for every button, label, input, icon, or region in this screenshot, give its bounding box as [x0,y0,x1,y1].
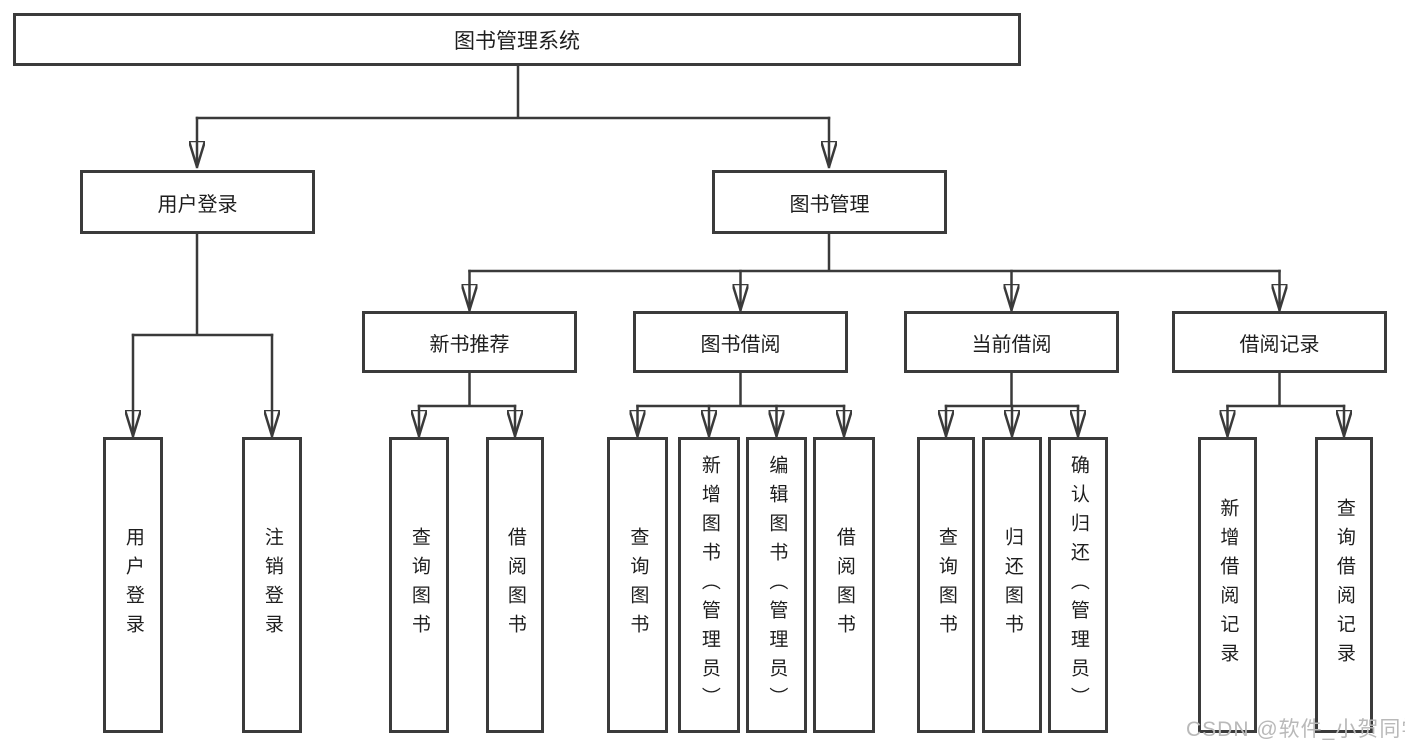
node-book-borrowing: 图书借阅 [633,311,848,373]
leaf-borrow-books-recommend-label: 借阅图书 [504,527,526,643]
connector-line [468,232,1281,273]
connector-line [1226,371,1346,408]
csdn-watermark: CSDN @软件_小贺同学 [1186,718,1405,741]
leaf-query-books-recommend-label: 查询图书 [408,527,430,643]
leaf-query-books-borrowing-label: 查询图书 [627,527,649,643]
leaf-logout-login: 注销登录 [242,437,302,733]
leaf-add-borrow-record-label: 新增借阅记录 [1217,498,1239,672]
leaf-user-login: 用户登录 [103,437,163,733]
node-book-borrowing-label: 图书借阅 [700,333,781,356]
node-new-book-recommendation-label: 新书推荐 [429,333,510,356]
connector-line [131,232,274,337]
leaf-edit-books-admin-label: 编辑图书（管理员） [766,454,788,716]
leaf-borrow-books-recommend: 借阅图书 [486,437,544,733]
connector-line [417,371,517,408]
leaf-confirm-return-admin: 确认归还（管理员） [1048,437,1108,733]
connector-line [195,64,831,120]
leaf-confirm-return-admin-label: 确认归还（管理员） [1067,454,1089,716]
node-borrowing-records: 借阅记录 [1172,311,1387,373]
node-new-book-recommendation: 新书推荐 [362,311,577,373]
leaf-query-borrow-record: 查询借阅记录 [1315,437,1373,733]
leaf-edit-books-admin: 编辑图书（管理员） [746,437,807,733]
connector-line [944,371,1080,408]
node-current-borrowing: 当前借阅 [904,311,1119,373]
leaf-query-borrow-record-label: 查询借阅记录 [1333,498,1355,672]
leaf-add-books-admin: 新增图书（管理员） [678,437,740,733]
leaf-return-books: 归还图书 [982,437,1042,733]
node-user-login-label: 用户登录 [157,193,238,216]
node-user-login: 用户登录 [80,170,315,234]
leaf-add-borrow-record: 新增借阅记录 [1198,437,1257,733]
leaf-return-books-label: 归还图书 [1001,527,1023,643]
leaf-query-books-current: 查询图书 [917,437,975,733]
node-book-management-label: 图书管理 [789,193,870,216]
leaf-logout-login-label: 注销登录 [261,527,283,643]
leaf-borrow-books-label: 借阅图书 [833,527,855,643]
leaf-query-books-current-label: 查询图书 [935,527,957,643]
connector-line [636,371,846,408]
leaf-user-login-label: 用户登录 [122,527,144,643]
node-borrowing-records-label: 借阅记录 [1239,333,1320,356]
leaf-add-books-admin-label: 新增图书（管理员） [698,454,720,716]
node-root: 图书管理系统 [13,13,1021,66]
node-book-management: 图书管理 [712,170,947,234]
node-current-borrowing-label: 当前借阅 [971,333,1052,356]
leaf-query-books-borrowing: 查询图书 [607,437,668,733]
node-root-label: 图书管理系统 [454,29,580,53]
leaf-borrow-books: 借阅图书 [813,437,875,733]
leaf-query-books-recommend: 查询图书 [389,437,449,733]
